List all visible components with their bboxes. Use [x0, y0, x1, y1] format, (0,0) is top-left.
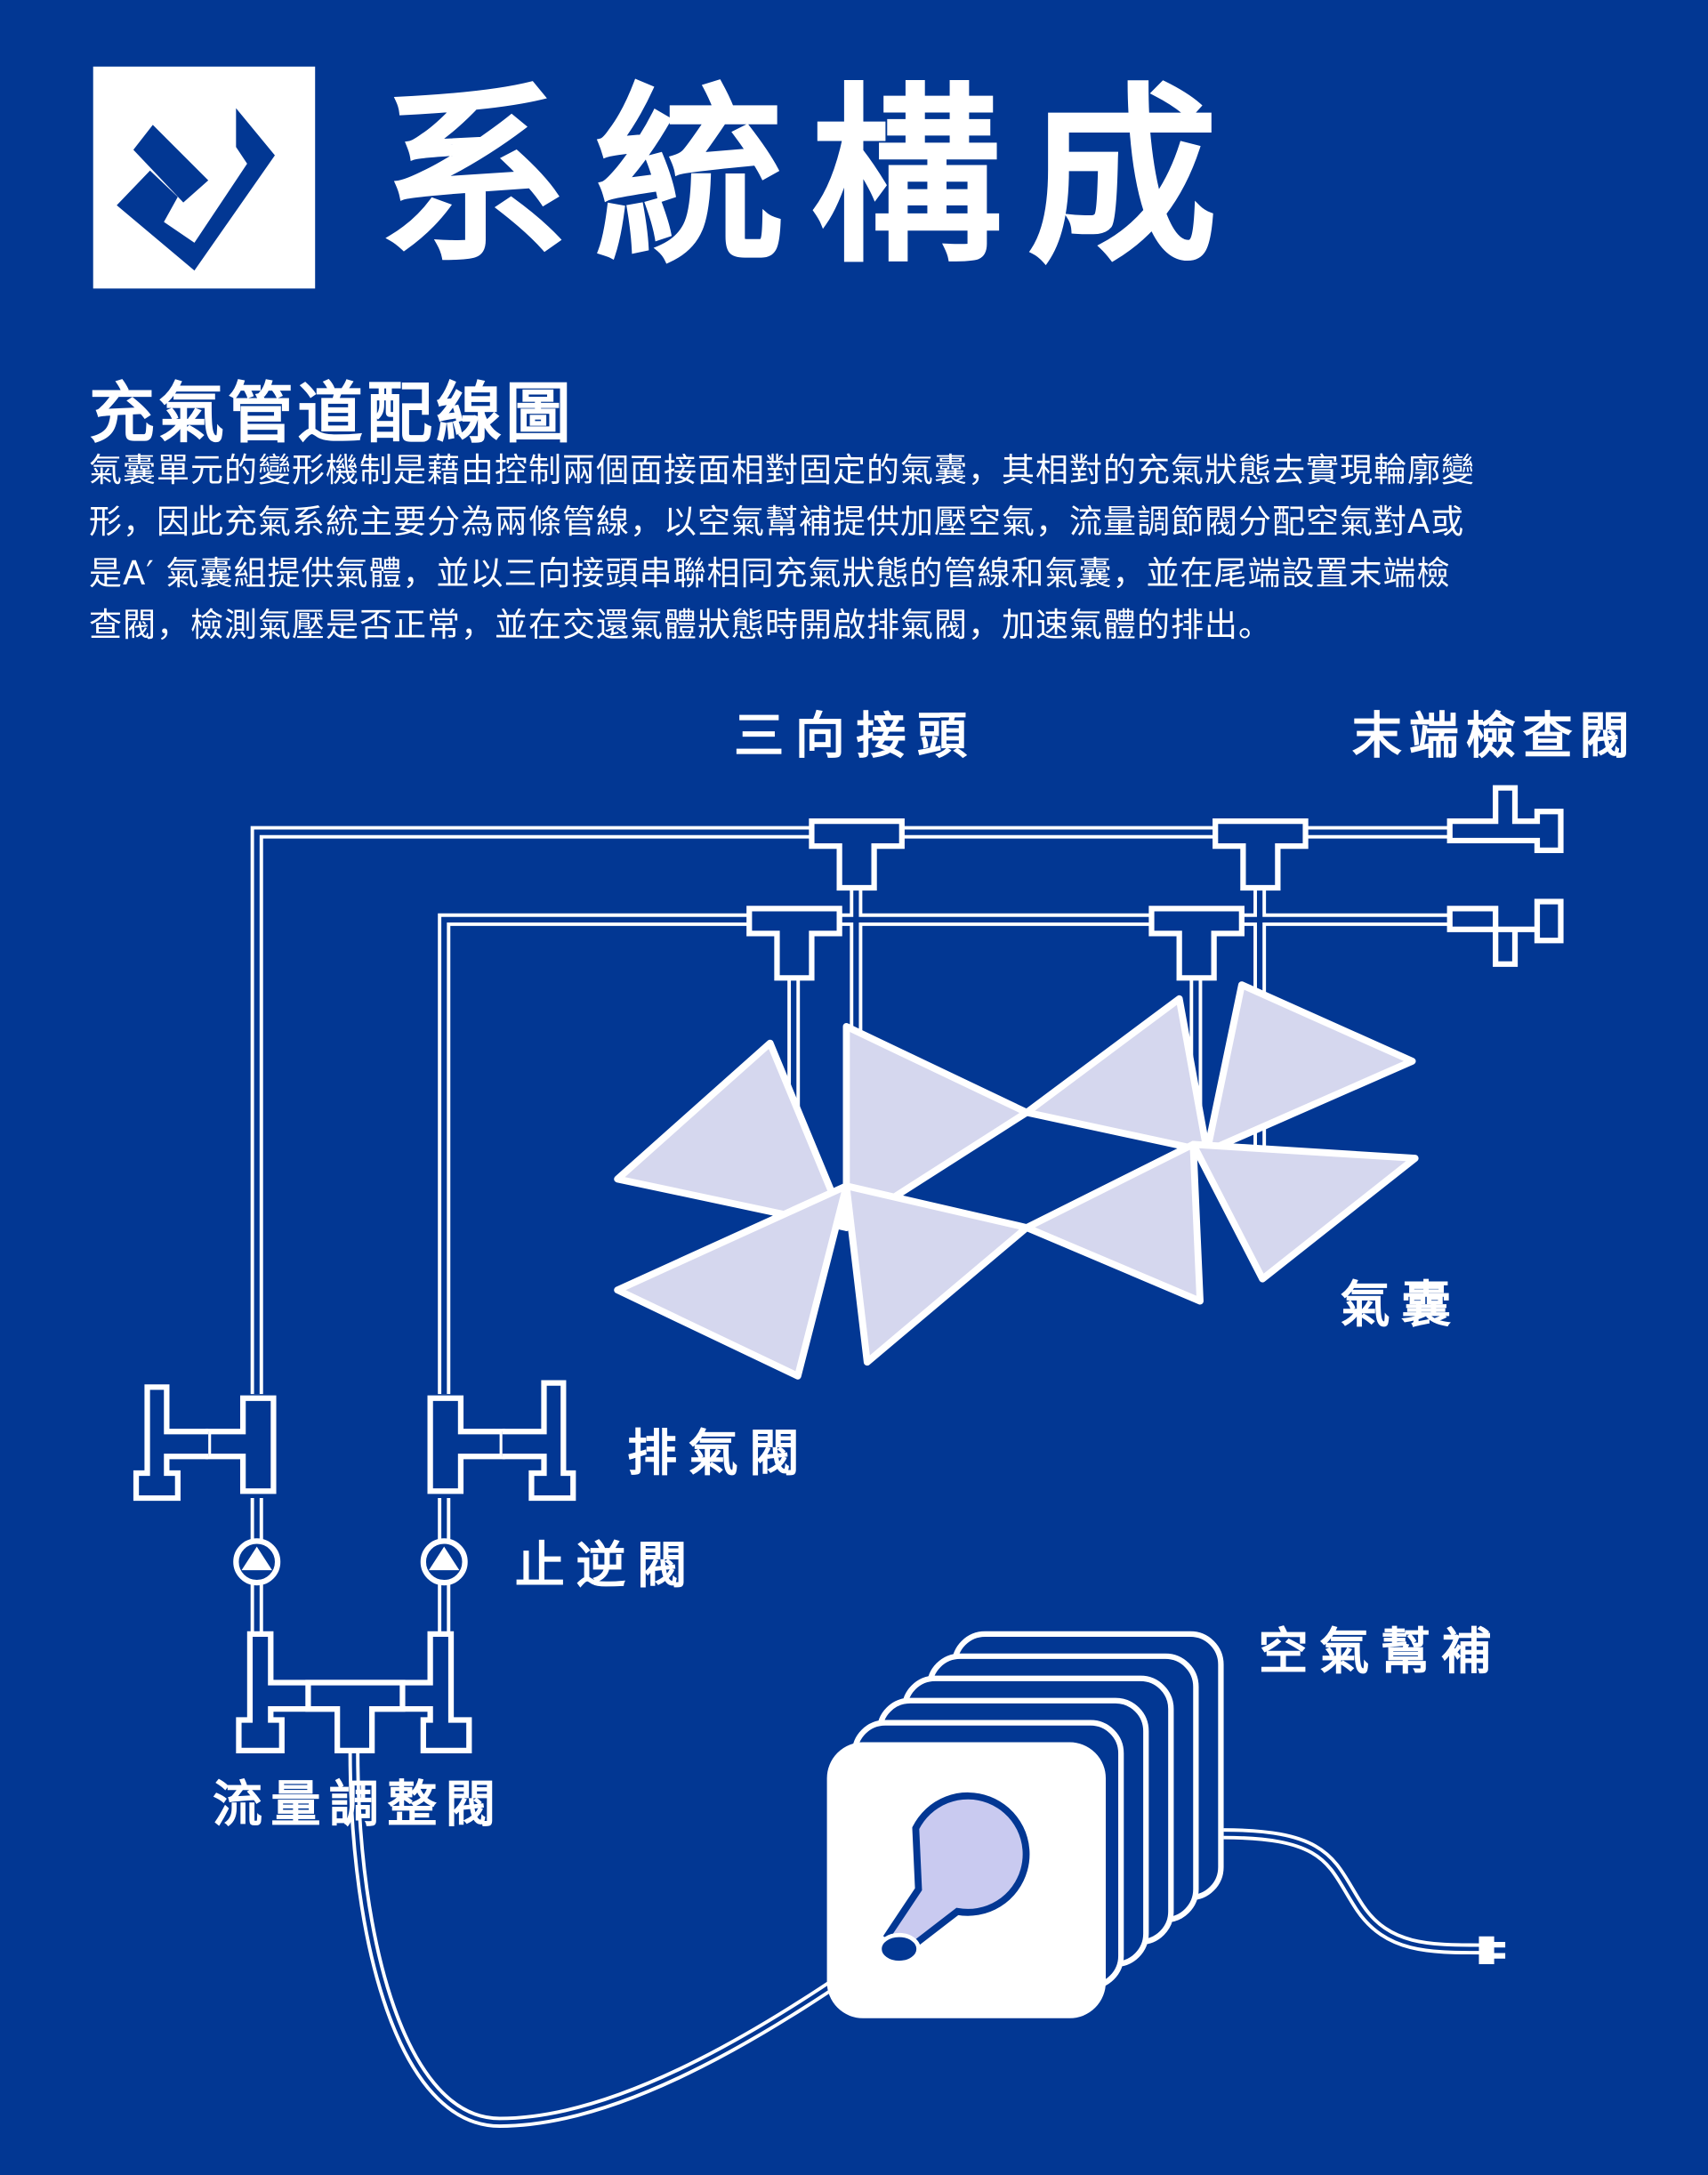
air-pump	[826, 1631, 1506, 2018]
label-exhaust-valve: 排氣閥	[627, 1425, 810, 1483]
label-end-check-valve: 末端檢查閥	[1352, 708, 1637, 766]
label-air-pump: 空氣幫補	[1259, 1623, 1503, 1681]
page-title: 系統構成	[378, 66, 1243, 289]
check-valves	[233, 1538, 468, 1586]
paragraph-line: 是A′ 氣囊組提供氣體，並以三向接頭串聯相同充氣狀態的管線和氣囊，並在尾端設置末…	[89, 554, 1451, 592]
paragraph-line: 形，因此充氣系統主要分為兩條管線，以空氣幫補提供加壓空氣，流量調節閥分配空氣對A…	[89, 503, 1465, 541]
airbags	[614, 981, 1419, 1380]
exhaust-valves	[133, 1380, 576, 1502]
section-title: 充氣管道配線圖	[89, 375, 575, 452]
paragraph-line: 氣囊單元的變形機制是藉由控制兩個面接面相對固定的氣囊，其相對的充氣狀態去實現輪廓…	[89, 451, 1475, 489]
label-check-valve: 止逆閥	[515, 1537, 698, 1595]
description-paragraph: 氣囊單元的變形機制是藉由控制兩個面接面相對固定的氣囊，其相對的充氣狀態去實現輪廓…	[89, 445, 1655, 651]
label-flow-valve: 流量調整閥	[213, 1776, 504, 1833]
flow-regulating-valve	[236, 1631, 472, 1753]
end-check-valves	[1446, 785, 1564, 967]
tee-junctions	[746, 818, 1309, 981]
paragraph-line: 查閥，檢測氣壓是否正常，並在交還氣體狀態時開啟排氣閥，加速氣體的排出。	[89, 606, 1272, 644]
label-tee: 三向接頭	[734, 708, 978, 766]
label-airbag: 氣囊	[1341, 1277, 1462, 1334]
check-y-logo-icon	[93, 66, 316, 289]
